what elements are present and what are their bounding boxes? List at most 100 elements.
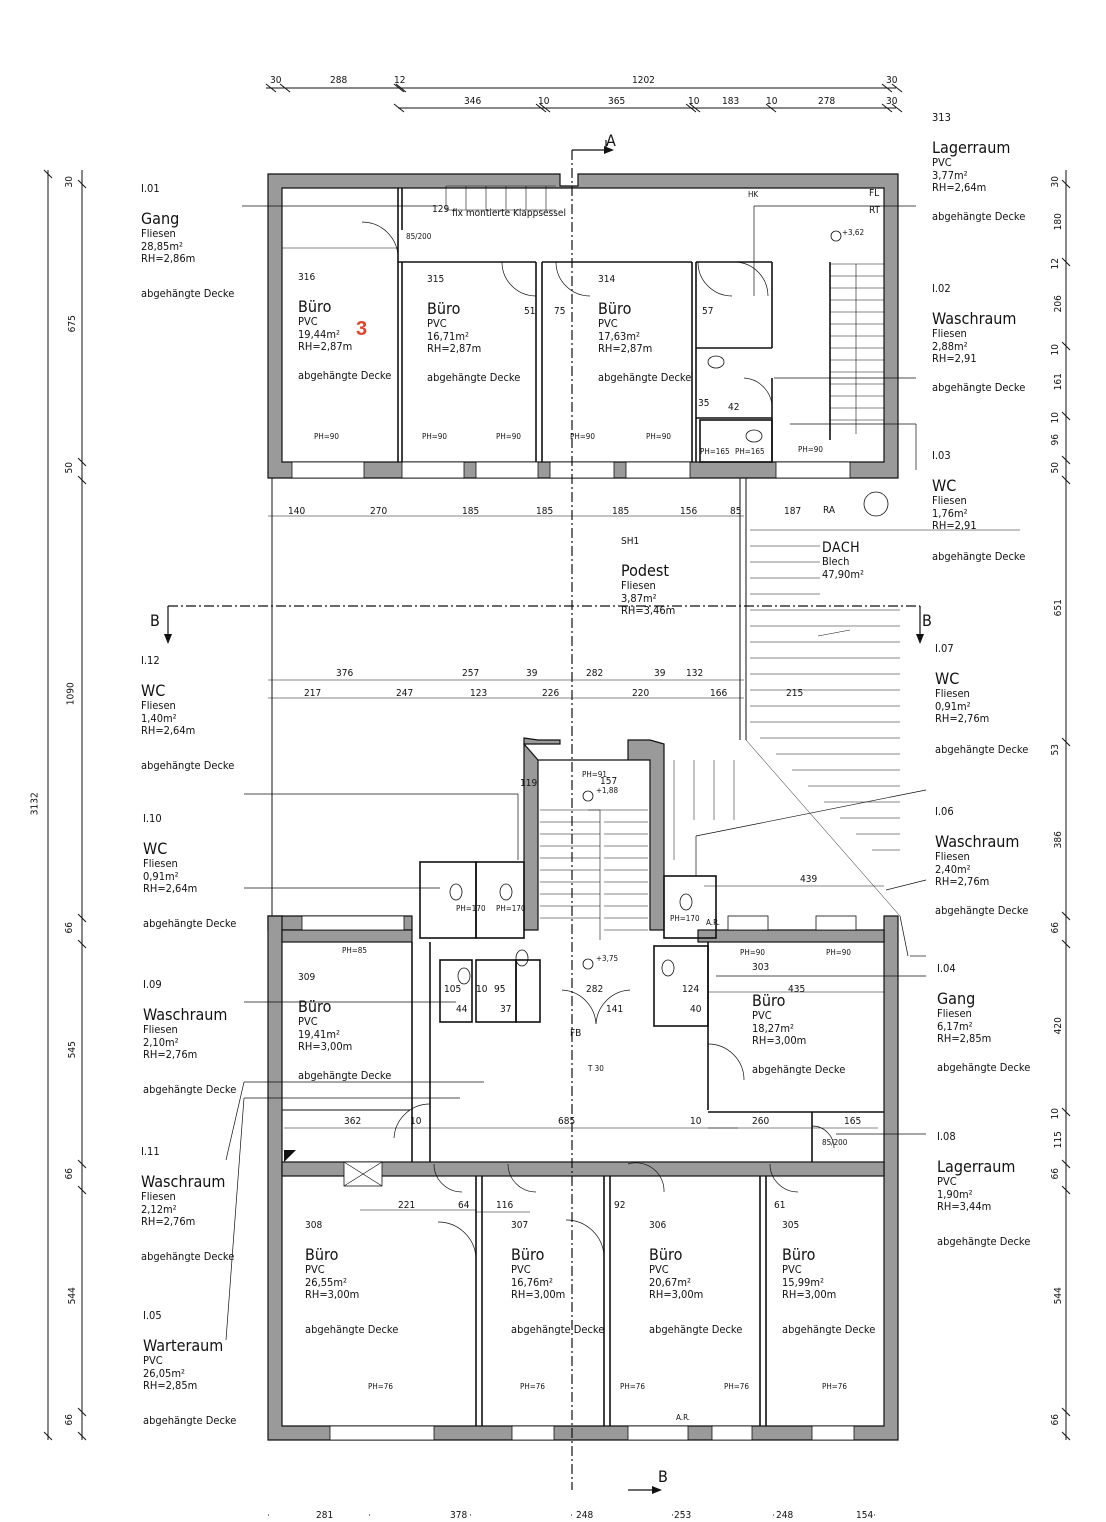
fb-label: FB — [570, 1028, 582, 1039]
ar-label: A.R. — [676, 1413, 691, 1422]
room-floor: PVC — [298, 314, 318, 328]
wall-303-top — [697, 929, 885, 943]
dim-37: 37 — [500, 1004, 512, 1015]
room-floor: PVC — [511, 1262, 531, 1276]
room-floor: PVC — [598, 316, 618, 330]
room-code: I.04 — [937, 962, 956, 975]
room-number: 306 — [649, 1220, 667, 1231]
door-tag-gang: 85/200 — [406, 232, 432, 241]
dim-top2-1: 346 — [464, 96, 482, 107]
room-name: Büro — [511, 1244, 545, 1264]
dim-right-18: 544 — [1052, 1287, 1064, 1305]
legend-right-i04: I.04 Gang Fliesen 6,17m² RH=2,85m abgehä… — [937, 962, 1030, 1075]
room-area: 2,10m² — [143, 1035, 179, 1049]
room-ceiling: abgehängte Decke — [141, 286, 235, 300]
room-name: Gang — [141, 208, 180, 228]
dim-left-5: 66 — [63, 922, 75, 934]
room-name: Büro — [752, 990, 786, 1010]
room-ceiling: abgehängte Decke — [782, 1322, 876, 1336]
room-name: Büro — [598, 298, 632, 318]
dim-right-9: 50 — [1049, 462, 1061, 474]
dim-row221-3: 116 — [496, 1200, 514, 1211]
room-ceiling: abgehängte Decke — [427, 370, 521, 384]
dim-top-5: 30 — [886, 75, 898, 86]
dim-right-15: 10 — [1049, 1108, 1061, 1120]
ph76-305: PH=76 — [822, 1382, 847, 1391]
dim-right-1: 30 — [1049, 176, 1061, 188]
room-name: Waschraum — [932, 308, 1017, 328]
dim-129: 129 — [432, 204, 450, 215]
room-307: 307 Büro PVC 16,76m² RH=3,00m abgehängte… — [511, 1220, 604, 1336]
room-306: 306 Büro PVC 20,67m² RH=3,00m abgehängte… — [649, 1220, 742, 1336]
dim-row217-7: 215 — [786, 688, 804, 699]
dim-row685-3: 685 — [558, 1116, 576, 1127]
dim-row376-5: 39 — [654, 668, 666, 679]
dim-top-2: 288 — [330, 75, 348, 86]
dim-top-4: 1202 — [632, 75, 655, 86]
room-314: 314 Büro PVC 17,63m² RH=2,87m abgehängte… — [598, 274, 691, 384]
level-188: +1,88 — [596, 786, 619, 795]
dim-top2-7: 278 — [818, 96, 836, 107]
dim-row217-5: 220 — [632, 688, 650, 699]
room-name: Büro — [649, 1244, 683, 1264]
room-name: Waschraum — [935, 831, 1020, 851]
ph165-a: PH=165 — [700, 447, 730, 456]
room-area: 20,67m² — [649, 1275, 691, 1289]
dim-75: 75 — [554, 306, 566, 317]
hk-label: HK — [748, 190, 759, 199]
room-code: I.12 — [141, 654, 160, 667]
room-code: I.11 — [141, 1145, 160, 1158]
dim-top2-2: 10 — [538, 96, 550, 107]
dim-157: 157 — [600, 776, 618, 787]
room-height: RH=2,85m — [937, 1032, 992, 1046]
dim-141: 141 — [606, 1004, 624, 1015]
room-height: RH=3,00m — [511, 1288, 566, 1302]
dim-row376-6: 132 — [686, 668, 704, 679]
roof-name: DACH — [822, 540, 861, 556]
dim-bottom-6: 154 — [856, 1510, 874, 1521]
wall-stair-core — [523, 739, 665, 931]
room-number: 307 — [511, 1220, 529, 1231]
room-number: 315 — [427, 274, 445, 285]
dim-top-3: 12 — [394, 75, 406, 86]
room-area: 16,71m² — [427, 329, 469, 343]
room-ceiling: abgehängte Decke — [143, 916, 237, 930]
dim-right-10: 651 — [1052, 599, 1064, 617]
room-area: 26,55m² — [305, 1275, 347, 1289]
room-height: RH=2,86m — [141, 252, 196, 266]
dim-435: 435 — [788, 984, 806, 995]
roof-material: Blech — [822, 555, 850, 569]
dim-124: 124 — [682, 984, 700, 995]
room-area: 0,91m² — [935, 699, 971, 713]
room-height: RH=2,76m — [935, 712, 990, 726]
roof-area-value: 47,90m² — [822, 567, 864, 581]
ph170-a: PH=170 — [456, 904, 486, 913]
dim-left-total: 3132 — [29, 792, 41, 816]
room-code: I.10 — [143, 812, 162, 825]
room-area: 19,41m² — [298, 1027, 340, 1041]
room-name: Warteraum — [143, 1335, 224, 1355]
dim-top2-3: 365 — [608, 96, 626, 107]
dim-row217-4: 226 — [542, 688, 560, 699]
room-height: RH=2,87m — [298, 340, 353, 354]
room-number: 314 — [598, 274, 616, 285]
room-316: 316 Büro PVC 19,44m² RH=2,87m abgehängte… — [298, 272, 391, 382]
room-number: 305 — [782, 1220, 800, 1231]
dim-row685-4: 10 — [690, 1116, 702, 1127]
room-floor: Fliesen — [143, 1023, 178, 1037]
dim-row685-1: 362 — [344, 1116, 362, 1127]
dim-row140-7: 85 — [730, 506, 742, 517]
podest-height: RH=3,46m — [621, 604, 676, 618]
ph90-315b: PH=90 — [496, 432, 521, 441]
room-height: RH=2,87m — [598, 342, 653, 356]
dim-row376-4: 282 — [586, 668, 604, 679]
room-name: Büro — [782, 1244, 816, 1264]
dim-bottom-3: 248 — [576, 1510, 594, 1521]
room-ceiling: abgehängte Decke — [143, 1082, 237, 1096]
dim-row217-1: 217 — [304, 688, 322, 699]
dim-right-19: 66 — [1049, 1414, 1061, 1426]
dim-35: 35 — [698, 398, 710, 409]
podest-floor: Fliesen — [621, 578, 656, 592]
legend-right-i03: I.03 WC Fliesen 1,76m² RH=2,91 abgehängt… — [932, 449, 1025, 564]
room-name: WC — [932, 475, 957, 495]
